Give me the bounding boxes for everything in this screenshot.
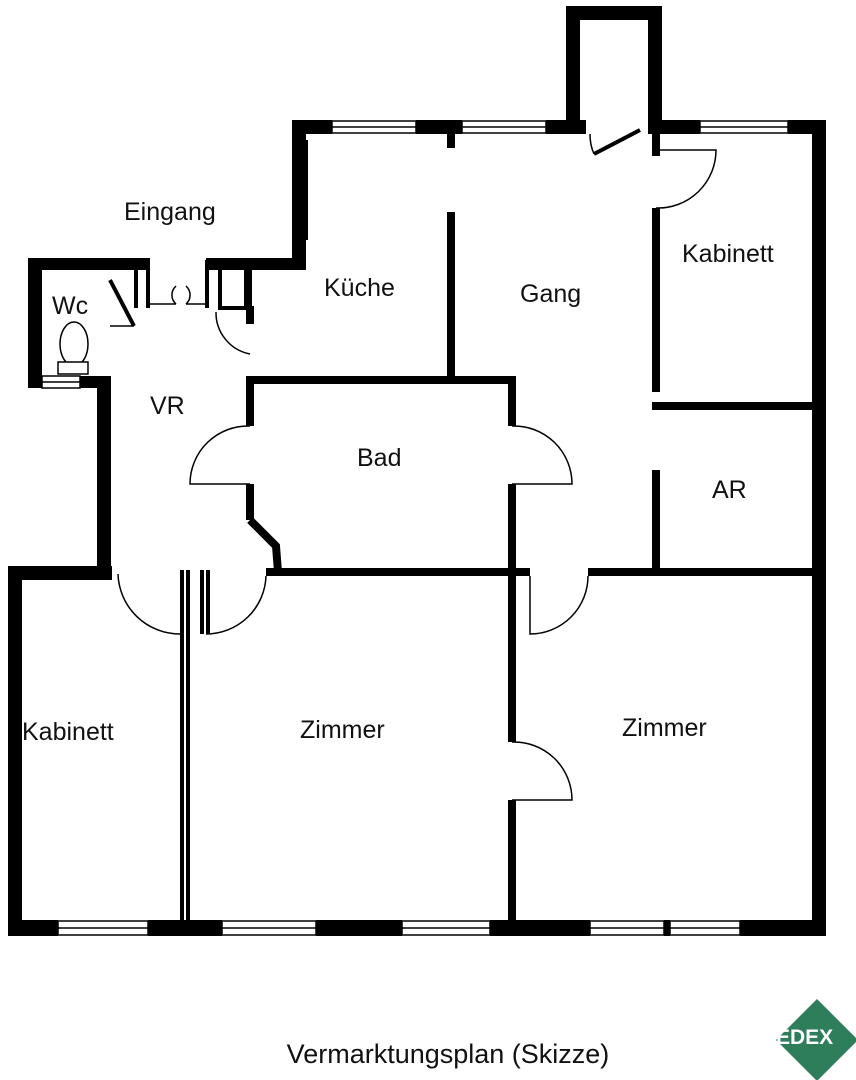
room-label-zimmer-middle: Zimmer <box>300 716 385 744</box>
room-label-kabinett-top: Kabinett <box>682 240 774 268</box>
room-label-kabinett-bottom: Kabinett <box>22 718 114 746</box>
room-label-ar: AR <box>712 476 747 504</box>
plan-caption: Vermarktungsplan (Skizze) <box>286 1039 610 1069</box>
windows <box>41 120 789 936</box>
room-label-vr: VR <box>150 392 185 420</box>
toilet-icon <box>57 321 89 375</box>
room-label-gang: Gang <box>520 280 581 308</box>
room-label-bad: Bad <box>357 444 401 472</box>
interior-walls <box>134 134 814 928</box>
room-label-wc: Wc <box>52 292 88 320</box>
room-label-kueche: Küche <box>324 274 395 302</box>
exterior-walls <box>8 6 826 936</box>
diagonal-wall <box>247 517 282 573</box>
logo-text: EDEX <box>776 1026 833 1049</box>
doors <box>108 128 717 801</box>
room-label-zimmer-right: Zimmer <box>622 714 707 742</box>
room-label-eingang: Eingang <box>124 198 216 226</box>
company-logo: EDEX <box>772 995 856 1080</box>
